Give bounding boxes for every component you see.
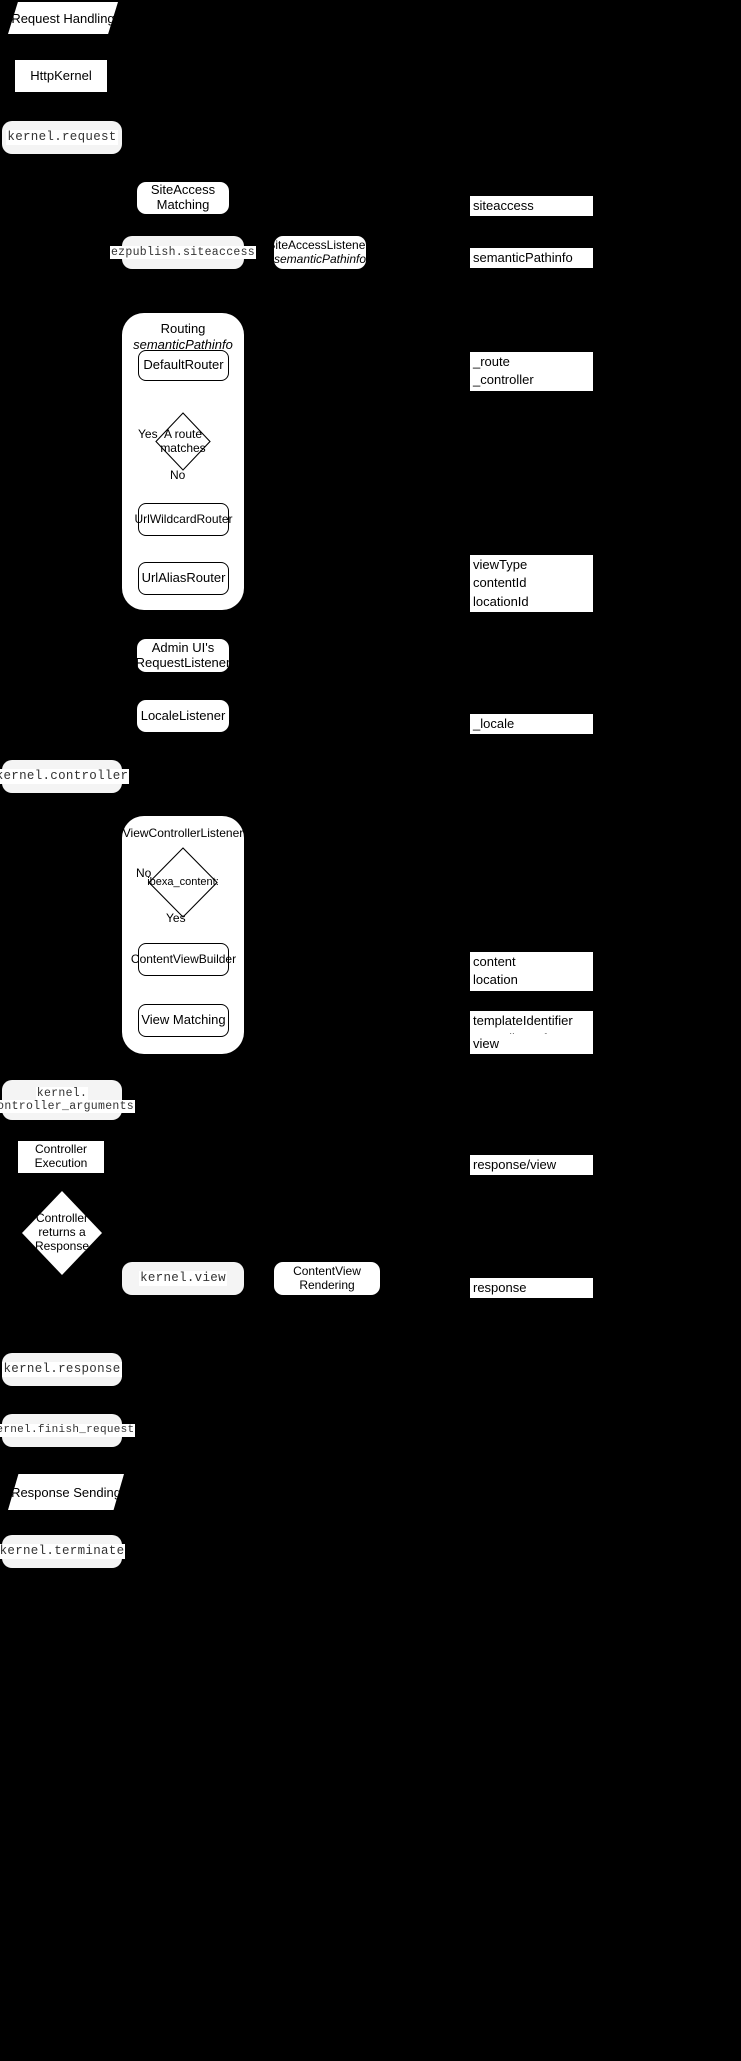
event-label-line1: kernel. [35,1086,89,1100]
edge-label-yes-ibexa-content: Yes [166,911,186,925]
event-kernel-view[interactable]: kernel.view [122,1262,244,1295]
node-label: UrlWildcardRouter [134,511,233,526]
phase-label: Response Sending [11,1484,121,1500]
node-default-router[interactable]: DefaultRouter [138,350,229,381]
event-kernel-request[interactable]: kernel.request [2,121,122,154]
decision-label: A route matches [155,412,211,471]
attr-line: semanticPathinfo [473,250,573,265]
node-http-kernel[interactable]: HttpKernel [15,60,107,92]
node-url-wildcard-router[interactable]: UrlWildcardRouter [134,503,233,536]
decision-a-route-matches[interactable]: A route matches [155,412,211,471]
diamond-shape [155,412,211,471]
decision-line3: Response [34,1238,90,1253]
attr-route-controller: _route _controller [470,352,593,391]
attr-view: view [470,1034,593,1055]
attr-line: location [473,972,518,988]
attr-line: _locale [473,716,515,731]
event-label: kernel.controller [0,769,130,784]
attr-line: contentId [473,575,527,591]
event-label-line2: controller_arguments [0,1100,136,1114]
node-contentview-rendering[interactable]: ContentView Rendering [274,1262,380,1295]
attr-line: view [473,1036,500,1051]
event-kernel-finish-request[interactable]: kernel.finish_request [0,1414,136,1447]
node-label: UrlAliasRouter [141,570,226,586]
node-label-line1: SiteAccessListener: [267,237,373,252]
node-label-line1: Admin UI's [151,639,215,655]
node-label: ContentViewBuilder [130,951,237,966]
decision-ibexa-content[interactable]: ibexa_content: [147,847,219,918]
event-label: kernel.request [6,130,118,145]
node-admin-ui-request-listener[interactable]: Admin UI's RequestListener [135,639,231,672]
attr-line: _route [473,354,510,369]
edge-label-no-route-matches: No [170,468,186,482]
event-label: ezpublish.siteaccess [109,245,257,260]
attr-locale: _locale [470,714,593,735]
event-label: kernel.finish_request [0,1424,136,1437]
node-siteaccess-listener[interactable]: SiteAccessListener: semanticPathinfo [267,236,373,269]
node-label: Controller Execution [34,1142,88,1170]
node-view-matching[interactable]: View Matching [138,1004,229,1037]
node-controller-execution[interactable]: Controller Execution [18,1141,104,1173]
attr-line: response/view [473,1157,557,1172]
node-label: DefaultRouter [143,357,224,373]
node-label: LocaleListener [140,707,226,723]
attr-viewtype-contentid-locationid: viewType contentId locationId [470,555,593,613]
diamond-shape [148,847,218,918]
group-title-line1: Routing semanticPathinfo [133,321,233,352]
phase-request-handling: Request Handling [8,2,118,34]
phase-response-sending: Response Sending [8,1474,124,1510]
event-kernel-controller-arguments[interactable]: kernel. controller_arguments [0,1080,136,1120]
attr-content-location: content location [470,952,593,991]
attr-response-view: response/view [470,1155,593,1176]
event-label: kernel.view [139,1271,227,1286]
attr-line: viewType [473,557,528,572]
attr-line: siteaccess [473,198,534,213]
node-locale-listener[interactable]: LocaleListener [137,700,229,732]
attr-line: content [473,954,516,969]
decision-line2: matches [160,440,206,455]
event-label: kernel.terminate [0,1544,126,1559]
event-kernel-response[interactable]: kernel.response [2,1353,122,1386]
attr-line: _controller [473,372,534,388]
phase-label: Request Handling [11,10,115,26]
node-siteaccess-matching[interactable]: SiteAccess Matching [137,182,229,214]
node-label: View Matching [141,1012,226,1028]
attr-line: locationId [473,593,529,609]
node-url-alias-router[interactable]: UrlAliasRouter [138,562,229,595]
group-title-label: ViewControllerListener [122,826,244,840]
event-kernel-terminate[interactable]: kernel.terminate [0,1535,126,1568]
decision-label: ibexa_content: [147,876,219,889]
node-label-line2: RequestListener [135,654,231,670]
decision-line2: returns a [38,1225,86,1240]
attr-semanticpathinfo: semanticPathinfo [470,248,593,269]
event-kernel-controller[interactable]: kernel.controller [0,760,130,793]
event-ezpublish-siteaccess[interactable]: ezpublish.siteaccess [109,236,257,269]
attr-response: response [470,1278,593,1299]
decision-label: Controller returns a Response [22,1191,102,1275]
node-label-line2: semanticPathinfo [273,251,367,266]
group-view-controller-title: ViewControllerListener [122,825,244,841]
decision-line1: A route [163,426,202,441]
event-label: kernel.response [2,1362,122,1377]
node-label: SiteAccess Matching [150,182,216,212]
decision-controller-returns-response[interactable]: Controller returns a Response [22,1191,102,1275]
attr-line: response [473,1280,527,1295]
decision-line1: Controller [35,1211,88,1226]
node-content-view-builder[interactable]: ContentViewBuilder [131,943,236,976]
node-label: ContentView Rendering [293,1263,361,1292]
edge-label-yes-route-matches: Yes [138,427,158,441]
attr-siteaccess: siteaccess [470,196,593,217]
node-label: HttpKernel [30,67,92,83]
edge-label-no-ibexa-content: No [136,866,152,880]
attr-line: templateIdentifier [473,1013,573,1028]
